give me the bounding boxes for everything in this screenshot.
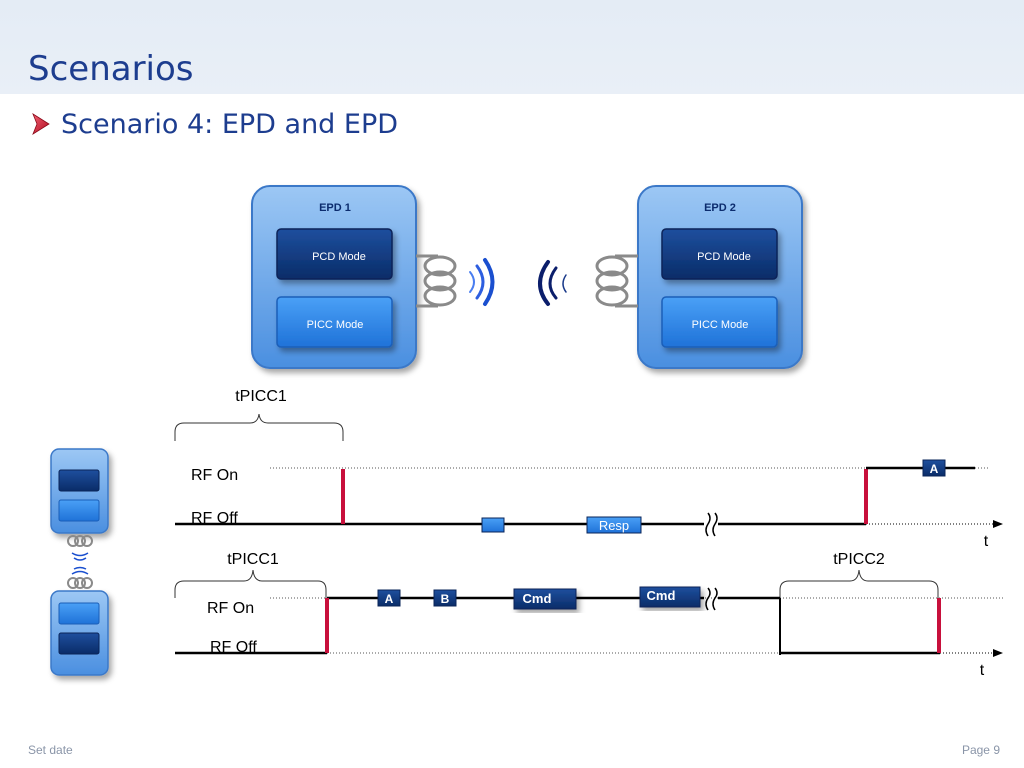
epd1-title: EPD 1 bbox=[319, 202, 351, 214]
bullet-text: Scenario 4: EPD and EPD bbox=[61, 109, 399, 140]
epd1-pcd-mode-box bbox=[276, 228, 393, 280]
header-band bbox=[0, 0, 1024, 94]
epd2-picc-mode-box bbox=[661, 296, 778, 348]
bracket-tpicc2-bottom bbox=[779, 569, 939, 598]
footer-page-number: Page 9 bbox=[961, 743, 1000, 757]
epd1-picc-label: PICC Mode bbox=[307, 319, 364, 331]
label-tpicc2-bottom: tPICC2 bbox=[833, 551, 885, 568]
timeline-top: tPICC1 RF On RF Off Resp A t bbox=[174, 388, 1003, 550]
page-title: Scenarios bbox=[28, 49, 194, 89]
squiggle-break-icon bbox=[705, 512, 718, 537]
label-a-top: A bbox=[930, 462, 939, 476]
wave-icon bbox=[538, 260, 567, 306]
label-a-bottom: A bbox=[385, 592, 394, 606]
epd1-picc-mode-box bbox=[276, 296, 393, 348]
epd1-pcd-label: PCD Mode bbox=[312, 251, 366, 263]
label-rf-on-bottom: RF On bbox=[207, 600, 254, 617]
coil-icon bbox=[595, 254, 638, 308]
label-cmd1: Cmd bbox=[523, 591, 552, 606]
timeline-bottom: tPICC1 tPICC2 RF On RF Off A B Cmd Cmd bbox=[174, 551, 1005, 679]
label-tpicc1-top: tPICC1 bbox=[235, 388, 287, 405]
bullet-arrow-icon bbox=[32, 113, 50, 135]
epd2-device: EPD 2 PCD Mode PICC Mode bbox=[637, 185, 803, 369]
epd2-pcd-mode-box bbox=[661, 228, 778, 280]
bracket-tpicc1-top bbox=[174, 413, 344, 441]
epd2-pcd-label: PCD Mode bbox=[697, 251, 751, 263]
squiggle-break-icon bbox=[705, 587, 718, 611]
label-resp: Resp bbox=[599, 518, 629, 533]
device-stack-icon bbox=[50, 448, 109, 676]
bracket-tpicc1-bottom bbox=[174, 569, 327, 598]
label-rf-on-top: RF On bbox=[191, 467, 238, 484]
label-t-top: t bbox=[984, 533, 989, 550]
footer-date: Set date bbox=[28, 743, 73, 757]
label-t-bottom: t bbox=[980, 662, 985, 679]
label-tpicc1-bottom: tPICC1 bbox=[227, 551, 279, 568]
label-b-bottom: B bbox=[441, 592, 450, 606]
coil-icon bbox=[416, 254, 457, 308]
label-cmd2: Cmd bbox=[647, 588, 676, 603]
wave-icon bbox=[469, 258, 495, 306]
epd2-picc-label: PICC Mode bbox=[692, 319, 749, 331]
epd1-device: EPD 1 PCD Mode PICC Mode bbox=[251, 185, 417, 369]
epd2-title: EPD 2 bbox=[704, 202, 736, 214]
